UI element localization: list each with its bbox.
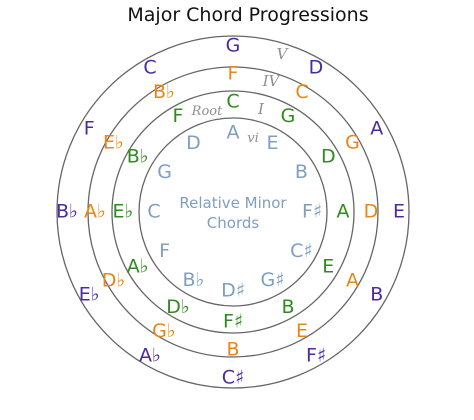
- i-chord-5: B: [281, 296, 294, 318]
- v-chord-10: F: [84, 118, 95, 140]
- minor-chord-5: G♯: [261, 269, 285, 291]
- i-chord-0: C: [226, 91, 239, 113]
- outer-circle: [56, 35, 410, 389]
- i-chord-6: F♯: [223, 311, 243, 333]
- minor-chord-11: D: [186, 132, 201, 154]
- center-label-line2: Chords: [207, 214, 260, 232]
- minor-chord-2: B: [295, 161, 308, 183]
- ring-label-vi: vi: [247, 131, 259, 146]
- i-chord-8: A♭: [127, 256, 149, 278]
- minor-chord-3: F♯: [302, 201, 322, 223]
- minor-chord-9: C: [147, 201, 160, 223]
- iv-chord-3: D: [364, 201, 379, 223]
- fourth-ring-circle: [111, 90, 355, 334]
- v-chord-5: F♯: [306, 344, 326, 366]
- i-chord-3: A: [337, 201, 350, 223]
- v-chord-2: A: [370, 118, 383, 140]
- ring-label-root: Root: [191, 104, 223, 119]
- v-chord-4: B: [370, 284, 383, 306]
- fifth-ring-circle: [87, 66, 379, 358]
- minor-chord-10: G: [157, 161, 172, 183]
- v-chord-9: B♭: [56, 201, 78, 223]
- i-chord-4: E: [322, 256, 334, 278]
- iv-chord-0: F: [228, 63, 239, 85]
- iv-chord-1: C: [295, 81, 308, 103]
- minor-chord-7: B♭: [183, 269, 205, 291]
- minor-chord-0: A: [227, 122, 240, 144]
- i-chord-9: E♭: [113, 201, 134, 223]
- iv-chord-9: A♭: [84, 201, 106, 223]
- iv-chord-8: D♭: [102, 270, 126, 292]
- ring-label-v: V: [277, 45, 290, 63]
- ring-label-iv: IV: [262, 72, 282, 90]
- minor-chord-6: D♯: [221, 280, 245, 302]
- i-chord-11: F: [173, 105, 184, 127]
- root-ring-circle: [138, 117, 328, 307]
- v-chord-0: G: [226, 35, 241, 57]
- v-chord-8: E♭: [79, 284, 100, 306]
- i-chord-10: B♭: [127, 146, 149, 168]
- iv-chord-11: B♭: [153, 81, 175, 103]
- v-chord-11: C: [143, 57, 156, 79]
- iv-chord-4: A: [346, 270, 359, 292]
- v-chord-7: A♭: [139, 344, 161, 366]
- iv-chord-10: E♭: [103, 132, 124, 154]
- v-chord-1: D: [309, 57, 324, 79]
- iv-chord-5: E: [296, 320, 308, 342]
- iv-chord-7: G♭: [152, 320, 176, 342]
- diagram-title: Major Chord Progressions: [127, 4, 368, 26]
- iv-chord-6: B: [226, 339, 239, 361]
- minor-chord-8: F: [159, 240, 170, 262]
- minor-chord-4: C♯: [290, 240, 312, 262]
- i-chord-2: D: [321, 146, 336, 168]
- iv-chord-2: G: [345, 132, 360, 154]
- i-chord-1: G: [281, 105, 296, 127]
- v-chord-6: C♯: [222, 367, 244, 389]
- ring-label-i: I: [257, 100, 265, 118]
- i-chord-7: D♭: [166, 296, 190, 318]
- v-chord-3: E: [393, 201, 405, 223]
- minor-chord-1: E: [266, 132, 278, 154]
- center-label-line1: Relative Minor: [179, 194, 287, 212]
